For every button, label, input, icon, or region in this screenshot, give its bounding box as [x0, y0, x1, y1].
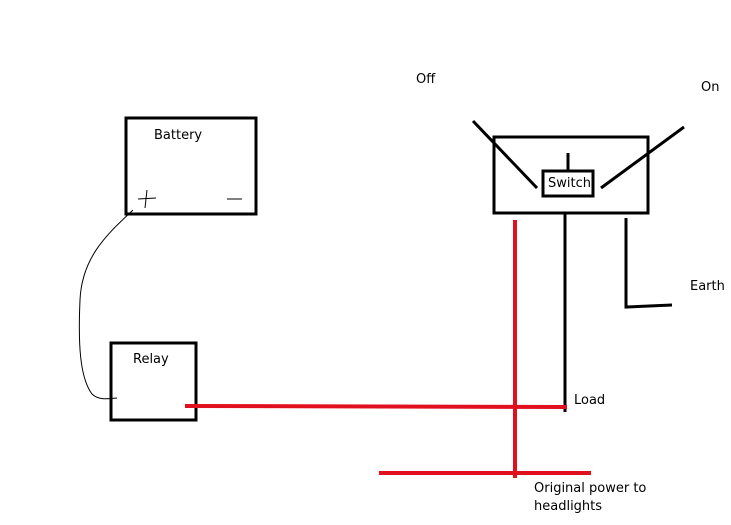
- on-label: On: [701, 80, 720, 95]
- battery-box: [124, 116, 258, 216]
- switch-off-lever: [471, 119, 539, 190]
- battery-positive-terminal: [137, 189, 157, 209]
- relay-label: Relay: [133, 352, 169, 367]
- earth-label: Earth: [690, 279, 725, 294]
- switch-on-lever: [600, 125, 685, 190]
- relay-box: [109, 341, 198, 422]
- battery-label: Battery: [154, 128, 203, 143]
- relay-to-load-wire: [184, 404, 568, 409]
- switch-housing: [492, 135, 650, 215]
- original-power-label: Original power to headlights: [534, 481, 647, 514]
- battery-to-relay-wire: [78, 209, 134, 400]
- off-label: Off: [416, 72, 436, 87]
- switch-label: Switch: [548, 176, 591, 191]
- earth-wire: [624, 218, 673, 309]
- load-label: Load: [574, 393, 606, 408]
